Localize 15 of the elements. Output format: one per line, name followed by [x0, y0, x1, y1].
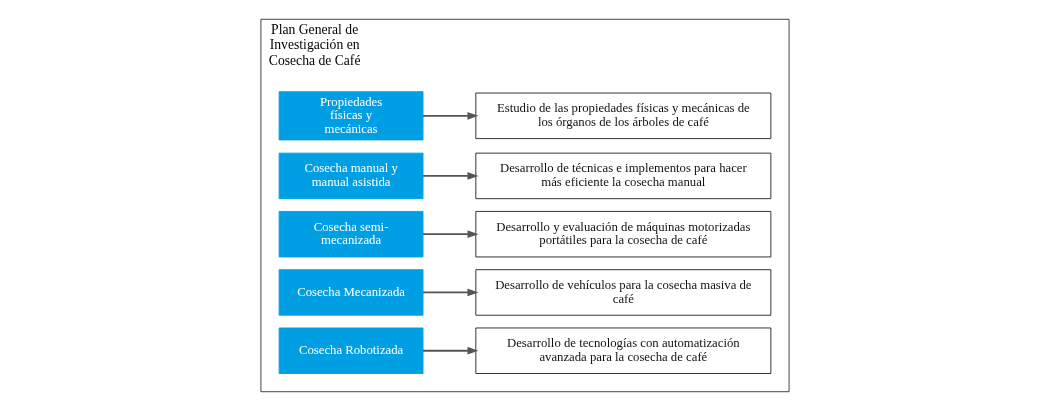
node-box: Cosecha manual y manual asistida [278, 152, 424, 200]
arrow [422, 172, 479, 180]
node-box: Propiedades físicas y mecánicas [278, 91, 424, 141]
node-box: Desarrollo de tecnologías con automatización avanzada para la cosecha de café [475, 327, 772, 374]
node-box: Desarrollo de técnicas e implementos para hacer más eficiente la cosecha manual [475, 152, 772, 200]
arrow [422, 111, 479, 120]
arrow [422, 288, 479, 297]
arrow [422, 230, 479, 238]
node-box: Cosecha Mecanizada [278, 269, 424, 316]
node-box: Desarrollo de vehículos para la cosecha masiva de café [475, 269, 772, 316]
node-box: Cosecha semi-mecanizada [278, 210, 424, 258]
node-box: Desarrollo y evaluación de máquinas motorizadas portátiles para la cosecha de café [475, 210, 772, 258]
arrow [422, 346, 479, 355]
node-box: Cosecha Robotizada [278, 327, 424, 374]
node-box: Estudio de las propiedades físicas y mecánicas de los órganos de los árboles de café [475, 92, 772, 140]
